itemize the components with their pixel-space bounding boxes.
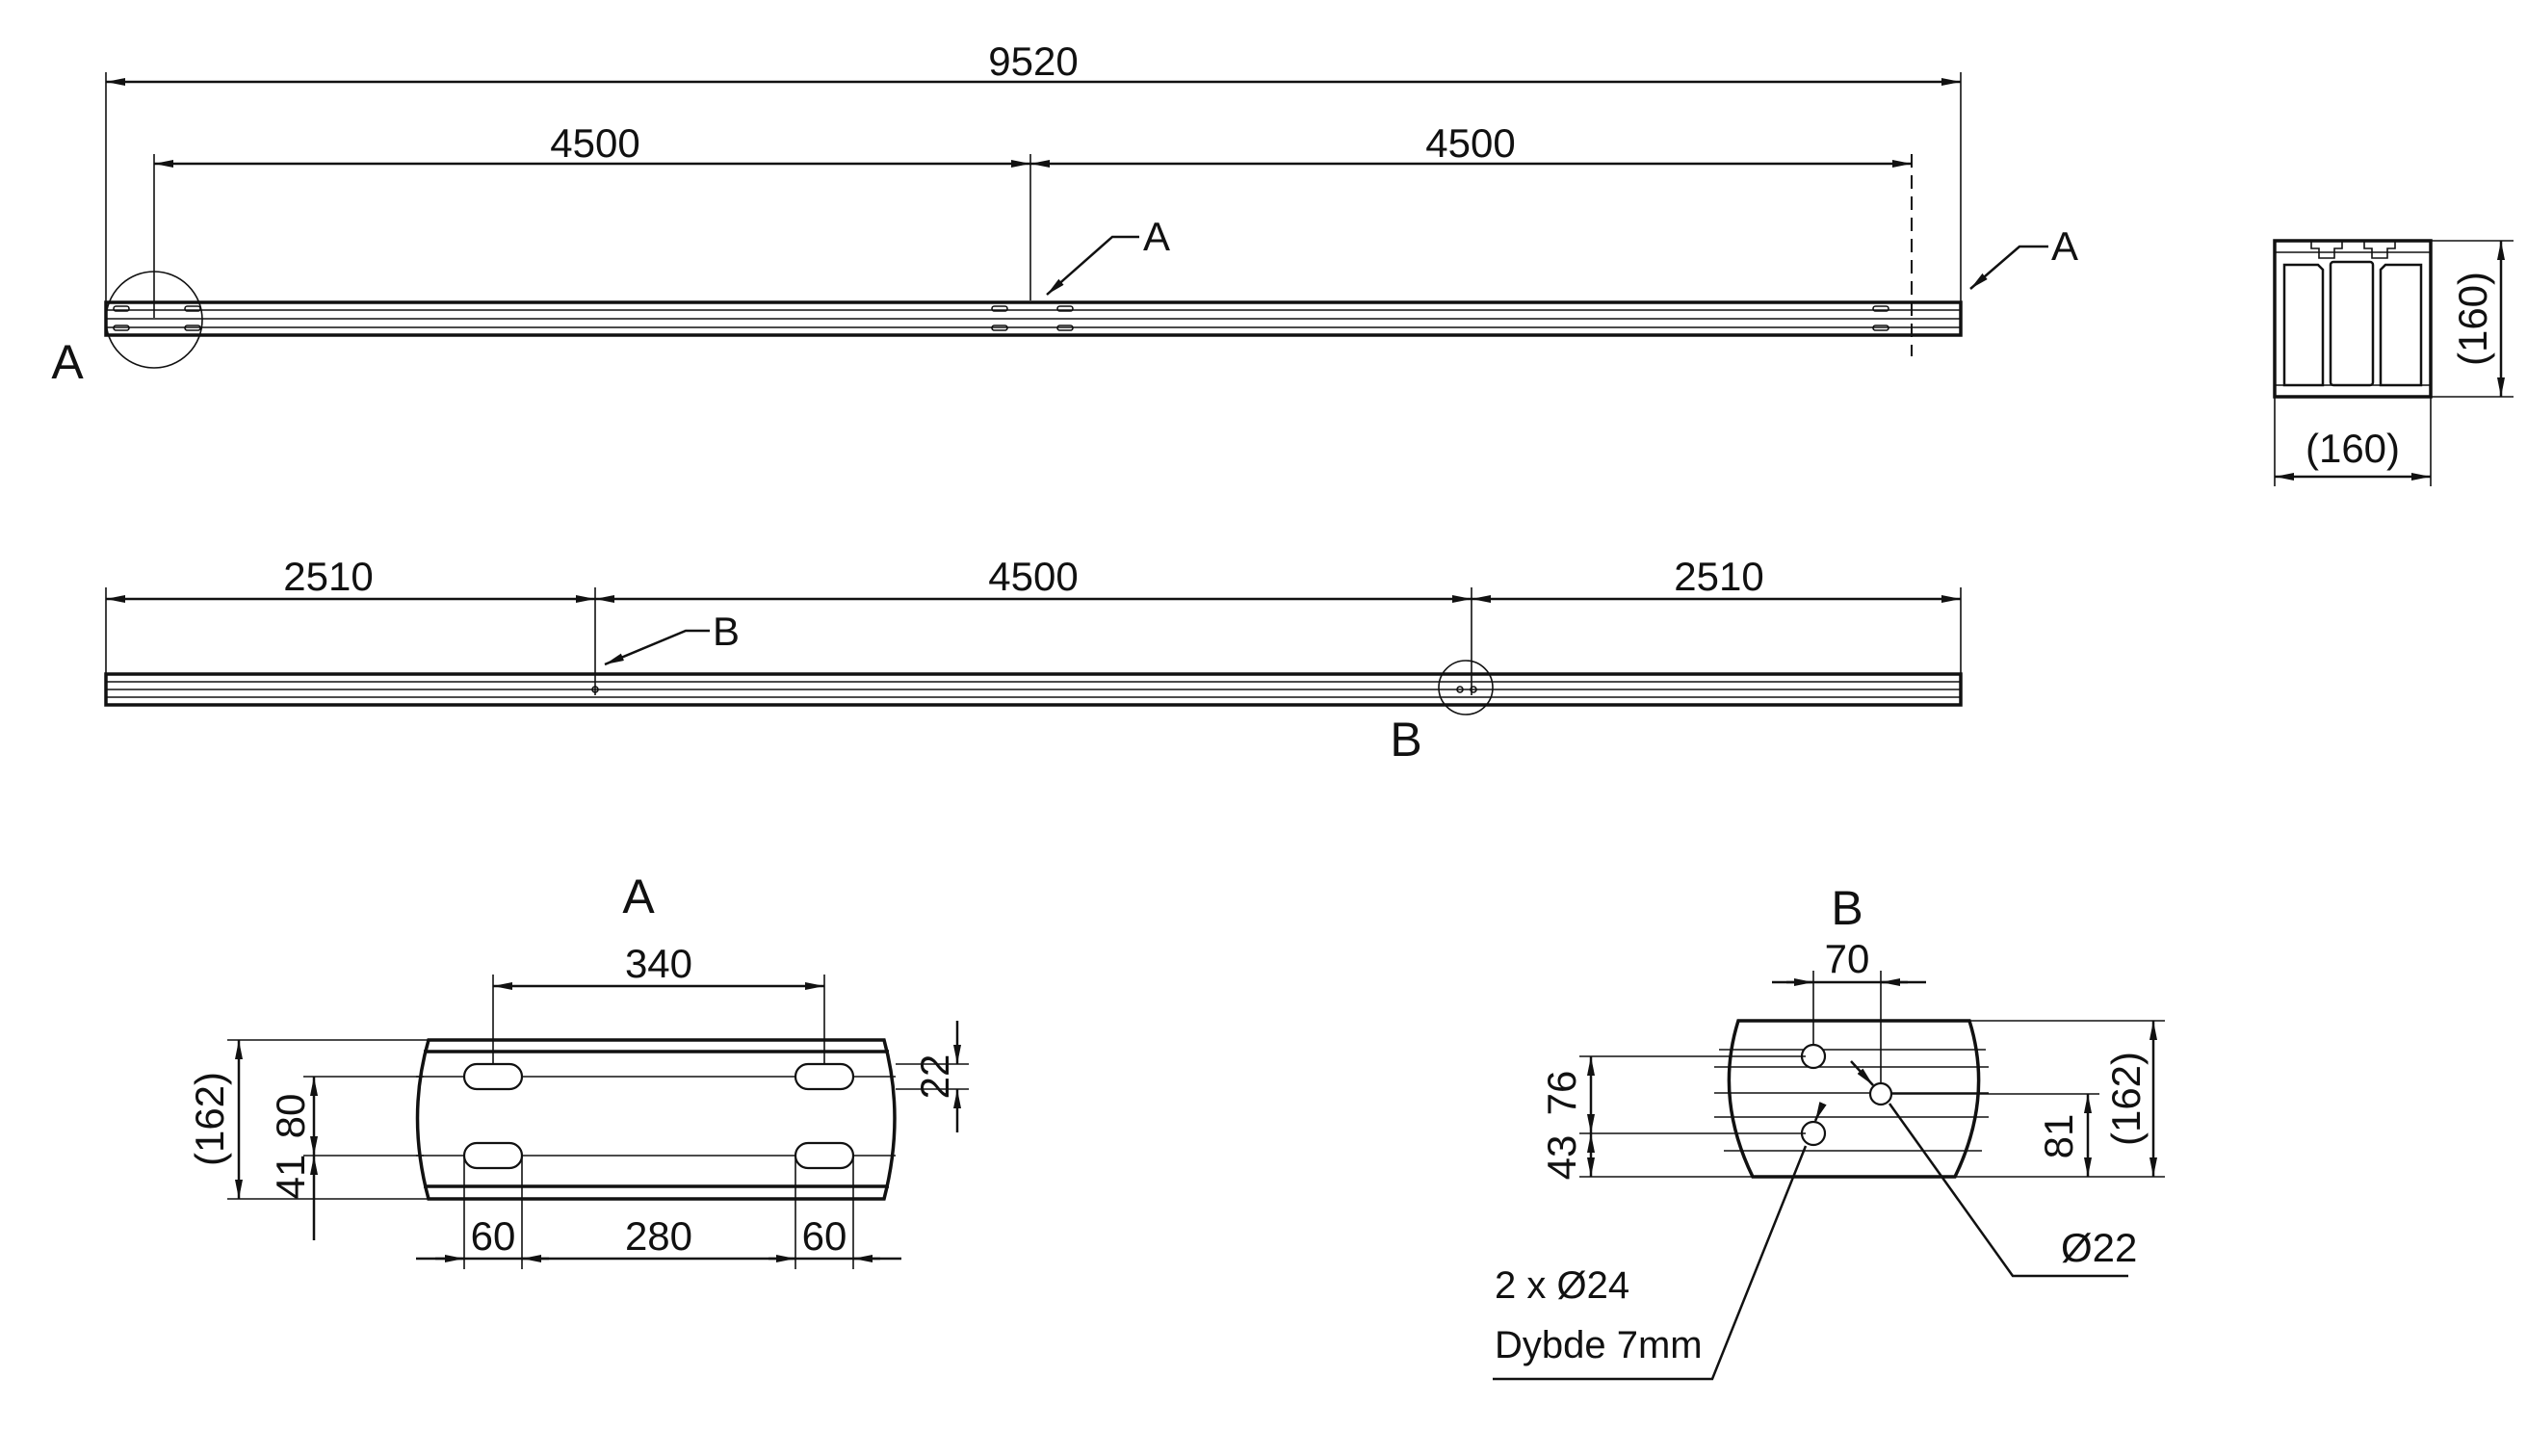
callout-right: A [2051, 223, 2078, 269]
beam-slot-marks [113, 305, 1889, 331]
detail-circle-b [1438, 660, 1494, 715]
profile-width: (160) [2306, 426, 2400, 471]
dimension-total: 9520 [988, 39, 1078, 84]
dimension-hole-spacing: 70 [1825, 936, 1870, 981]
hole-right [1868, 1081, 1893, 1106]
dimension-height-a: (162) [187, 1072, 232, 1166]
dimension-bottom-a: 41 [268, 1155, 313, 1200]
detail-b-title: B [1831, 881, 1863, 935]
dimension-upper: 76 [1539, 1071, 1584, 1116]
dimension-side-middle: 4500 [988, 554, 1078, 599]
dimension-slot-len-left: 60 [471, 1213, 516, 1259]
callout-b: B [713, 609, 740, 654]
top-view: 9520 4500 4500 A A [51, 39, 2078, 389]
dimension-right-hole: 81 [2036, 1114, 2081, 1159]
detail-a-title: A [622, 870, 655, 923]
dimension-between: 280 [625, 1213, 692, 1259]
detail-label-a: A [51, 335, 84, 389]
slot-top-left [462, 1062, 524, 1091]
dimension-left: 4500 [550, 120, 639, 166]
note-depth: Dybde 7mm [1495, 1324, 1703, 1366]
slot-bottom-left [462, 1141, 524, 1170]
detail-b: B 70 76 43 (162) 81 [1493, 881, 2165, 1381]
dimension-right: 4500 [1425, 120, 1515, 166]
callout-center: A [1143, 214, 1170, 259]
hole-diameter-label: Ø22 [2061, 1225, 2137, 1270]
dimension-row-gap: 80 [268, 1094, 313, 1139]
detail-label-b: B [1390, 713, 1421, 767]
callout-leader-b [604, 629, 710, 666]
dimension-height-b: (162) [2103, 1052, 2149, 1146]
side-view: 2510 4500 2510 B B [104, 554, 1963, 767]
slot-bottom-right [794, 1141, 855, 1170]
profile-height: (160) [2450, 272, 2495, 366]
callout-leader-right [1969, 245, 2048, 290]
dimension-slot-pitch: 340 [625, 941, 692, 986]
detail-a-profile [415, 1038, 897, 1201]
slot-top-right [794, 1062, 855, 1091]
note-hole-count: 2 x Ø24 [1495, 1264, 1629, 1307]
profile-outline [2273, 239, 2433, 399]
detail-circle-a [105, 271, 203, 369]
detail-b-profile [1727, 1019, 1981, 1179]
dimension-slot-width: 22 [912, 1054, 957, 1100]
profile-section: (160) (160) [2273, 239, 2514, 486]
beam-side [104, 672, 1963, 707]
dimension-side-right: 2510 [1674, 554, 1763, 599]
dimension-lower: 43 [1539, 1135, 1584, 1181]
detail-a: A 340 (162) 80 41 22 [187, 870, 969, 1269]
callout-leader-center [1046, 235, 1139, 296]
dimension-side-left: 2510 [283, 554, 373, 599]
dimension-slot-len-right: 60 [802, 1213, 847, 1259]
